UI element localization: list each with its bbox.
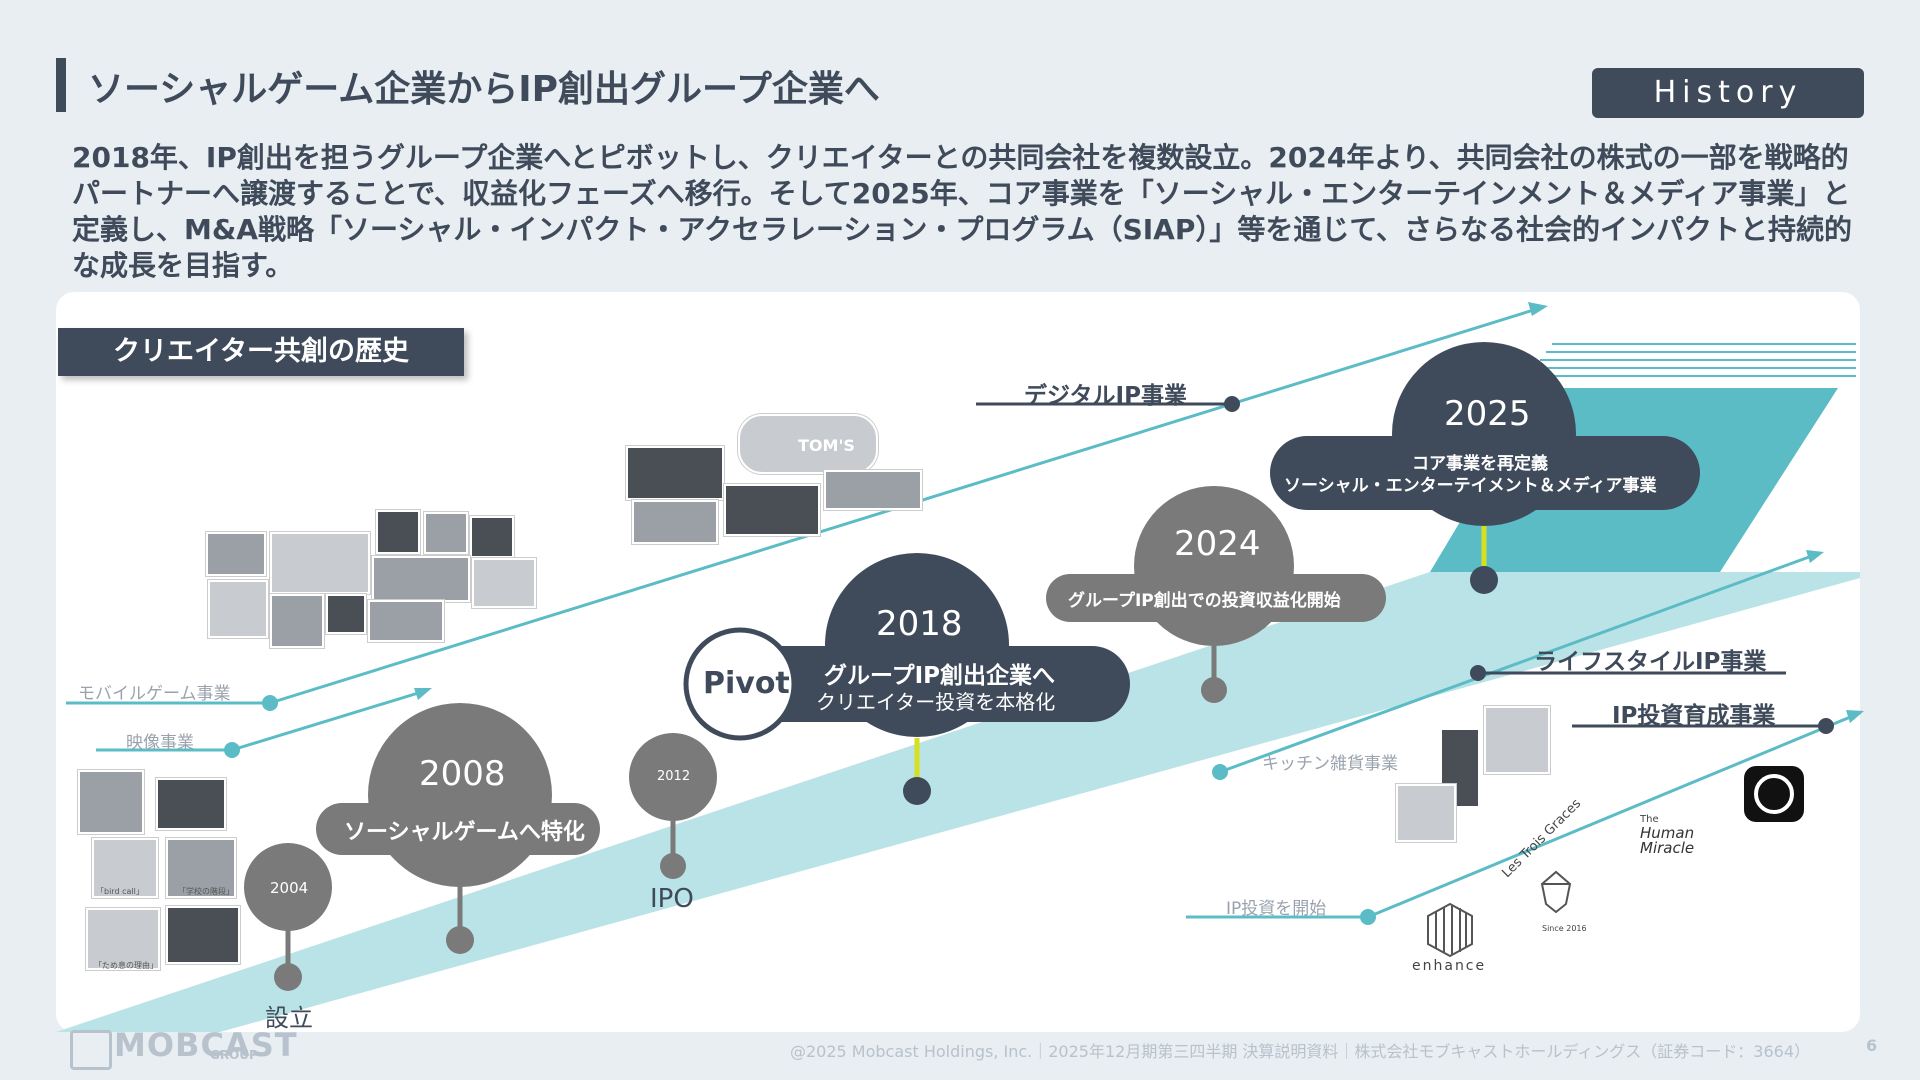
photo-creator-5 — [86, 908, 160, 970]
title-accent-bar — [56, 58, 66, 112]
milestone-2012-circle — [629, 733, 717, 821]
mobcast-logo-icon — [70, 1030, 112, 1070]
milestone-2024-caption: グループIP創出での投資収益化開始 — [1068, 591, 1341, 611]
photo-game-6 — [208, 580, 268, 638]
arrow-video — [231, 688, 429, 752]
mobcast-logo-text: MOBCAST — [114, 1026, 298, 1064]
label-mobile-game: モバイルゲーム事業 — [78, 684, 231, 704]
milestone-2018-node — [903, 777, 931, 805]
section-label: クリエイター共創の歴史 — [58, 328, 464, 376]
pivot-label: Pivot — [703, 666, 790, 701]
mobcast-logo-sub: GROUP — [210, 1048, 258, 1062]
node-ip-grow — [1818, 718, 1834, 734]
photo-kitchen-1 — [1484, 706, 1550, 774]
photo-game-11 — [368, 600, 444, 642]
trois-graces-mark — [1540, 870, 1572, 914]
milestone-2018-year: 2018 — [876, 604, 963, 644]
node-lifestyle-ip — [1470, 665, 1486, 681]
milestone-2025-node — [1470, 566, 1498, 594]
label-video: 映像事業 — [126, 733, 194, 753]
photo-caption-3: 「ため息の理由」 — [94, 961, 158, 970]
milestone-2018-pill — [738, 646, 1130, 722]
photo-creator-3 — [92, 838, 158, 898]
page-title: ソーシャルゲーム企業からIP創出グループ企業へ — [88, 69, 880, 110]
milestone-2008-circle — [368, 703, 552, 887]
photo-game-1 — [206, 532, 266, 576]
photo-game-2 — [270, 532, 370, 594]
label-kitchen: キッチン雑貨事業 — [1262, 754, 1398, 774]
ip-brand-logo — [1744, 766, 1804, 822]
arrow-ip-invest — [1367, 711, 1861, 919]
milestone-2004-node — [274, 963, 302, 991]
milestone-2025-line1: コア事業を再定義 — [1412, 454, 1548, 474]
milestone-2008-year: 2008 — [419, 754, 506, 794]
pivot-circle — [683, 627, 797, 741]
growth-band-main — [60, 572, 1860, 1032]
human-miracle-logo: Human Miracle — [1640, 824, 1695, 857]
history-badge: History — [1592, 68, 1864, 118]
photo-game-9 — [270, 594, 324, 648]
label-ip-invest-start: IP投資を開始 — [1226, 899, 1327, 919]
enhance-logo-mark — [1427, 902, 1473, 958]
arrow-kitchen — [1219, 551, 1821, 774]
photo-game-4 — [424, 512, 468, 554]
milestone-2008-caption: ソーシャルゲームへ特化 — [344, 820, 585, 845]
label-digital-ip: デジタルIP事業 — [1024, 383, 1187, 409]
milestone-2025-pill — [1270, 436, 1700, 510]
photo-game-8 — [472, 558, 536, 608]
photo-game-7 — [372, 556, 470, 602]
photo-game-5 — [470, 516, 514, 558]
photo-digital-1 — [626, 446, 724, 500]
photo-caption-1: 「bird call」 — [96, 887, 144, 896]
milestone-2004-caption: 設立 — [265, 1004, 313, 1032]
milestone-2012-year: 2012 — [657, 769, 691, 784]
milestone-2024-year: 2024 — [1174, 524, 1261, 564]
milestone-2024-node — [1201, 677, 1227, 703]
milestone-2012-caption: IPO — [650, 884, 694, 914]
photo-digital-2 — [632, 500, 718, 544]
node-video — [224, 742, 240, 758]
node-digital-ip — [1224, 396, 1240, 412]
photo-digital-3 — [724, 484, 820, 536]
photo-digital-4 — [824, 470, 922, 510]
milestone-2012-node — [660, 853, 686, 879]
milestone-2025-line2: ソーシャル・エンターテイメント＆メディア事業 — [1284, 476, 1657, 496]
enhance-logo-text: enhance — [1412, 958, 1487, 974]
toms-logo: TOM'S — [798, 436, 855, 455]
node-mobile-game — [262, 695, 278, 711]
label-lifestyle-ip: ライフスタイルIP事業 — [1534, 649, 1767, 675]
milestone-2018-line2: クリエイター投資を本格化 — [816, 690, 1056, 714]
photo-creator-4 — [166, 838, 236, 898]
footer-text: @2025 Mobcast Holdings, Inc.｜2025年12月期第三… — [789, 1042, 1810, 1061]
speed-lines — [1528, 343, 1856, 377]
photo-kitchen-3 — [1396, 784, 1456, 842]
photo-creator-6 — [166, 906, 240, 964]
milestone-2025-year: 2025 — [1444, 394, 1531, 434]
milestone-2004-circle — [244, 843, 332, 931]
photo-creator-1 — [78, 770, 144, 834]
description-text: 2018年、IP創出を担うグループ企業へとピボットし、クリエイターとの共同会社を… — [72, 141, 1852, 282]
milestone-2004-year: 2004 — [270, 879, 309, 897]
milestone-2024-pill — [1046, 574, 1386, 622]
photo-game-3 — [376, 510, 420, 554]
photo-caption-2: 「学校の階段」 — [178, 887, 234, 896]
human-miracle-the: The — [1640, 814, 1659, 825]
photo-creator-2 — [156, 778, 226, 830]
photo-game-10 — [326, 594, 366, 634]
label-ip-invest-grow: IP投資育成事業 — [1612, 703, 1776, 729]
trois-graces-since: Since 2016 — [1542, 924, 1587, 933]
node-kitchen — [1212, 764, 1228, 780]
page-number: 6 — [1866, 1036, 1878, 1055]
photo-racecar — [738, 414, 878, 474]
milestone-2008-node — [446, 926, 474, 954]
milestone-2018-line1: グループIP創出企業へ — [824, 663, 1056, 689]
milestone-2008-pill — [316, 803, 600, 855]
node-ip-invest — [1360, 909, 1376, 925]
